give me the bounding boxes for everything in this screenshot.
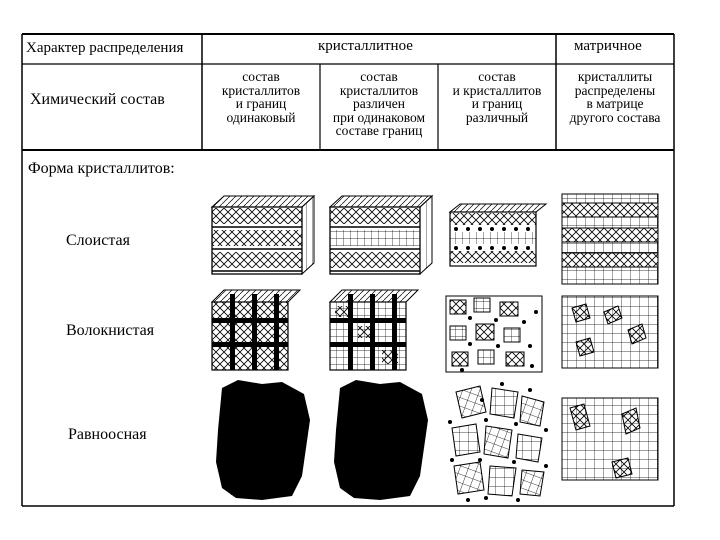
- layered-diagram-2: [330, 196, 432, 274]
- fibrous-diagram-3: [446, 296, 542, 372]
- equiaxed-diagram-2: [334, 380, 428, 500]
- equiaxed-diagram-3: [448, 382, 548, 502]
- fibrous-diagram-2: [330, 290, 418, 370]
- equiaxed-diagram-4: [562, 398, 658, 480]
- layered-diagram-4: [562, 194, 658, 284]
- fibrous-diagram-1: [212, 290, 300, 370]
- fibrous-diagram-4: [562, 296, 658, 368]
- layered-diagram-3: [450, 204, 546, 266]
- layered-diagram-1: [212, 196, 314, 274]
- equiaxed-diagram-1: [216, 380, 310, 500]
